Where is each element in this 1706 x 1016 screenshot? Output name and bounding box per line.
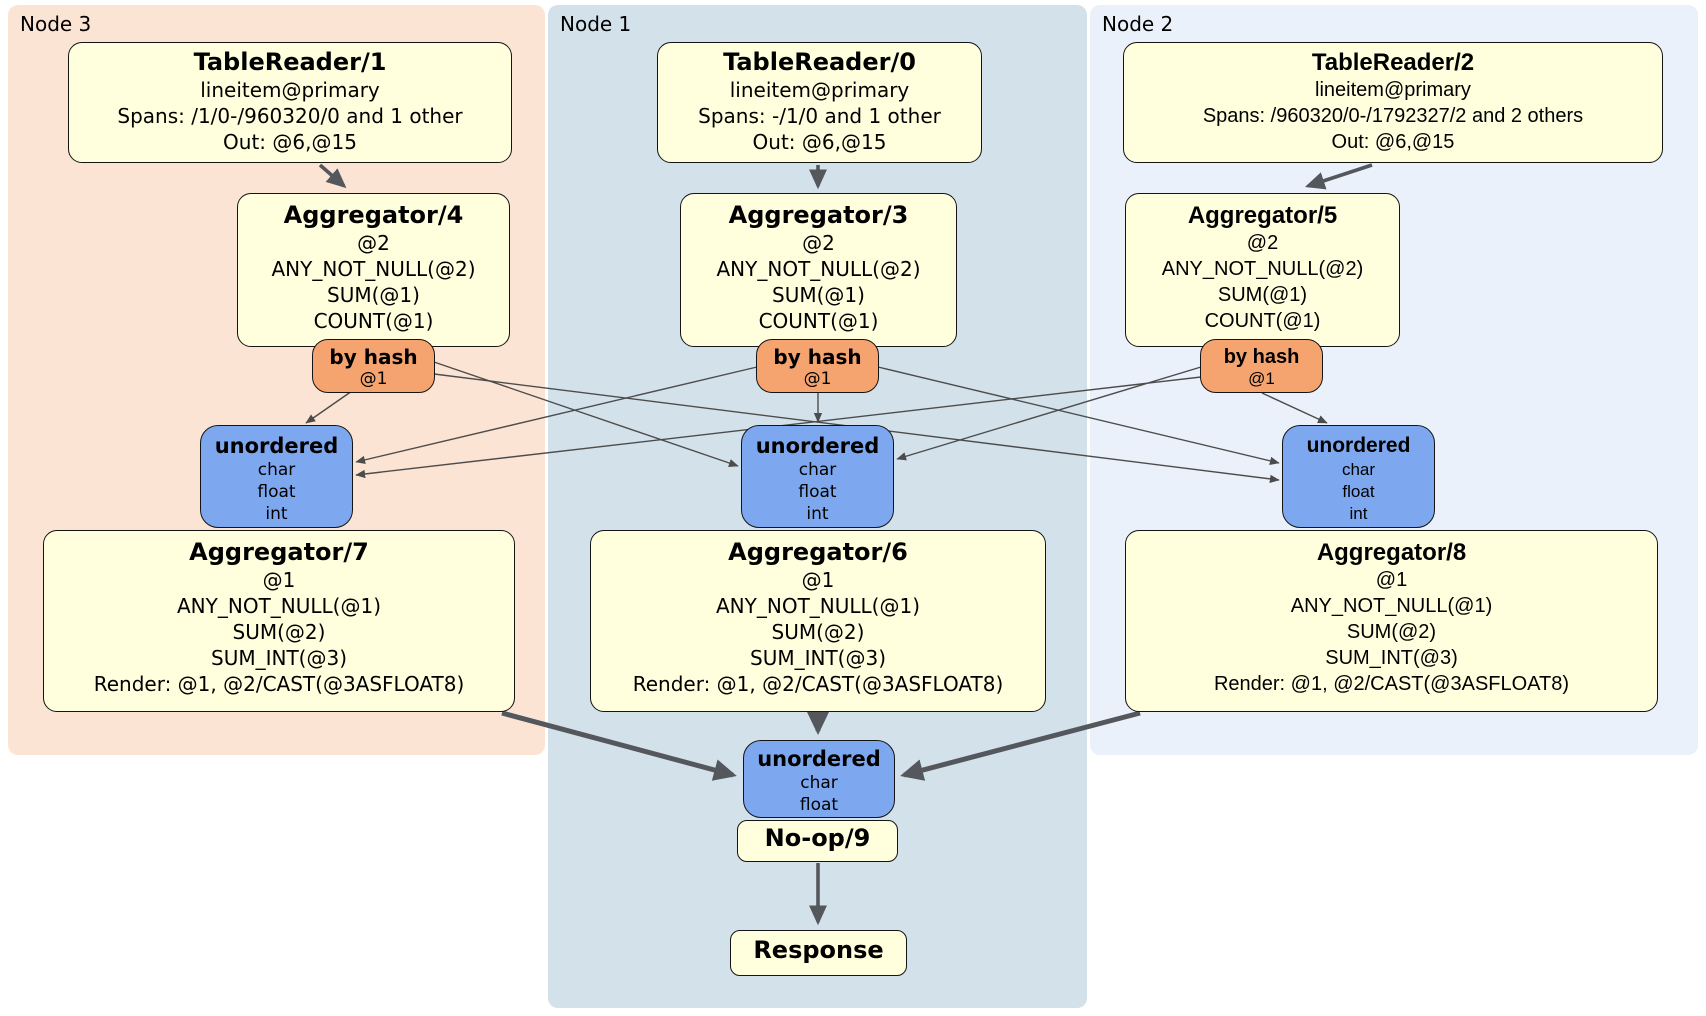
unordered-sync-node3-title: unordered [214, 434, 339, 458]
unordered-sync-node1-title: unordered [755, 434, 880, 458]
node2-label: Node 2 [1102, 12, 1174, 36]
hash-router-node1-box: by hash @1 [756, 339, 879, 393]
hash-router-node3-key: @1 [359, 369, 388, 389]
node1-label: Node 1 [560, 12, 632, 36]
aggregator-6-box: Aggregator/6 @1 ANY_NOT_NULL(@1) SUM(@2)… [590, 530, 1046, 712]
response-title: Response [753, 936, 884, 964]
aggregator-7-render: Render: @1, @2/CAST(@3ASFLOAT8) [93, 672, 465, 696]
response-box: Response [730, 930, 907, 976]
unordered-sync-node1-box: unordered char float int [741, 425, 894, 528]
aggregator-6-fn: SUM(@2) [771, 620, 865, 644]
aggregator-4-fn: SUM(@1) [327, 283, 420, 307]
tablereader-2-table: lineitem@primary [1315, 79, 1471, 101]
tablereader-0-spans: Spans: -/1/0 and 1 other [698, 104, 941, 128]
tablereader-2-title: TableReader/2 [1311, 49, 1475, 76]
aggregator-7-title: Aggregator/7 [189, 538, 369, 566]
tablereader-2-out: Out: @6,@15 [1331, 131, 1455, 153]
aggregator-7-box: Aggregator/7 @1 ANY_NOT_NULL(@1) SUM(@2)… [43, 530, 515, 712]
aggregator-6-fn: SUM_INT(@3) [750, 646, 886, 670]
aggregator-8-render: Render: @1, @2/CAST(@3ASFLOAT8) [1213, 673, 1570, 695]
tablereader-1-table: lineitem@primary [200, 78, 380, 102]
aggregator-3-groupkey: @2 [802, 231, 835, 255]
sync-type: char [798, 460, 837, 480]
tablereader-0-box: TableReader/0 lineitem@primary Spans: -/… [657, 42, 982, 163]
aggregator-4-fn: COUNT(@1) [313, 309, 434, 333]
tablereader-1-spans: Spans: /1/0-/960320/0 and 1 other [117, 104, 463, 128]
aggregator-3-fn: ANY_NOT_NULL(@2) [716, 257, 921, 281]
tablereader-0-out: Out: @6,@15 [752, 130, 887, 154]
noop-9-title: No-op/9 [764, 824, 871, 852]
tablereader-1-box: TableReader/1 lineitem@primary Spans: /1… [68, 42, 512, 163]
hash-router-node2-key: @1 [1248, 369, 1275, 388]
aggregator-7-groupkey: @1 [262, 568, 296, 592]
tablereader-1-title: TableReader/1 [193, 48, 387, 76]
aggregator-4-groupkey: @2 [357, 231, 390, 255]
aggregator-4-box: Aggregator/4 @2 ANY_NOT_NULL(@2) SUM(@1)… [237, 193, 510, 347]
tablereader-2-box: TableReader/2 lineitem@primary Spans: /9… [1123, 42, 1663, 163]
unordered-sync-node3-box: unordered char float int [200, 425, 353, 528]
unordered-sync-node2-box: unordered char float int [1282, 425, 1435, 528]
aggregator-5-fn: SUM(@1) [1217, 284, 1308, 306]
aggregator-8-title: Aggregator/8 [1316, 539, 1467, 566]
aggregator-3-title: Aggregator/3 [728, 201, 909, 229]
aggregator-7-fn: ANY_NOT_NULL(@1) [177, 594, 381, 618]
unordered-sync-final-box: unordered char float [743, 740, 895, 818]
sync-type: char [800, 773, 838, 793]
aggregator-7-fn: SUM(@2) [232, 620, 326, 644]
sync-type: float [799, 795, 839, 815]
aggregator-8-fn: SUM(@2) [1346, 621, 1437, 643]
node3-label: Node 3 [20, 12, 92, 36]
aggregator-6-fn: ANY_NOT_NULL(@1) [716, 594, 920, 618]
tablereader-0-title: TableReader/0 [723, 48, 916, 76]
hash-router-node1-title: by hash [773, 345, 862, 369]
aggregator-5-fn: ANY_NOT_NULL(@2) [1161, 258, 1364, 280]
aggregator-4-title: Aggregator/4 [283, 201, 464, 229]
aggregator-8-groupkey: @1 [1375, 569, 1408, 591]
sync-type: char [1341, 460, 1376, 479]
hash-router-node2-box: by hash @1 [1200, 339, 1323, 393]
tablereader-2-spans: Spans: /960320/0-/1792327/2 and 2 others [1202, 105, 1584, 127]
unordered-sync-final-title: unordered [757, 747, 881, 771]
sync-type: int [806, 504, 829, 524]
tablereader-1-out: Out: @6,@15 [223, 130, 357, 154]
aggregator-8-fn: ANY_NOT_NULL(@1) [1290, 595, 1493, 617]
sync-type: int [265, 504, 288, 524]
sync-type: float [257, 482, 296, 502]
noop-9-box: No-op/9 [737, 820, 898, 862]
aggregator-3-fn: COUNT(@1) [758, 309, 879, 333]
aggregator-8-box: Aggregator/8 @1 ANY_NOT_NULL(@1) SUM(@2)… [1125, 530, 1658, 712]
hash-router-node1-key: @1 [803, 369, 832, 389]
aggregator-3-box: Aggregator/3 @2 ANY_NOT_NULL(@2) SUM(@1)… [680, 193, 957, 347]
aggregator-7-fn: SUM_INT(@3) [211, 646, 347, 670]
aggregator-8-fn: SUM_INT(@3) [1325, 647, 1458, 669]
aggregator-6-groupkey: @1 [801, 568, 835, 592]
aggregator-6-title: Aggregator/6 [728, 538, 908, 566]
unordered-sync-node2-title: unordered [1306, 434, 1411, 457]
hash-router-node2-title: by hash [1223, 346, 1300, 368]
aggregator-5-fn: COUNT(@1) [1204, 310, 1321, 332]
hash-router-node3-title: by hash [329, 345, 418, 369]
aggregator-5-groupkey: @2 [1246, 232, 1279, 254]
aggregator-5-title: Aggregator/5 [1187, 202, 1338, 229]
aggregator-4-fn: ANY_NOT_NULL(@2) [271, 257, 476, 281]
hash-router-node3-box: by hash @1 [312, 339, 435, 393]
sync-type: float [798, 482, 837, 502]
aggregator-6-render: Render: @1, @2/CAST(@3ASFLOAT8) [632, 672, 1004, 696]
sync-type: char [257, 460, 296, 480]
sync-type: float [1342, 482, 1375, 501]
sync-type: int [1349, 504, 1368, 523]
tablereader-0-table: lineitem@primary [729, 78, 910, 102]
aggregator-3-fn: SUM(@1) [772, 283, 865, 307]
aggregator-5-box: Aggregator/5 @2 ANY_NOT_NULL(@2) SUM(@1)… [1125, 193, 1400, 347]
